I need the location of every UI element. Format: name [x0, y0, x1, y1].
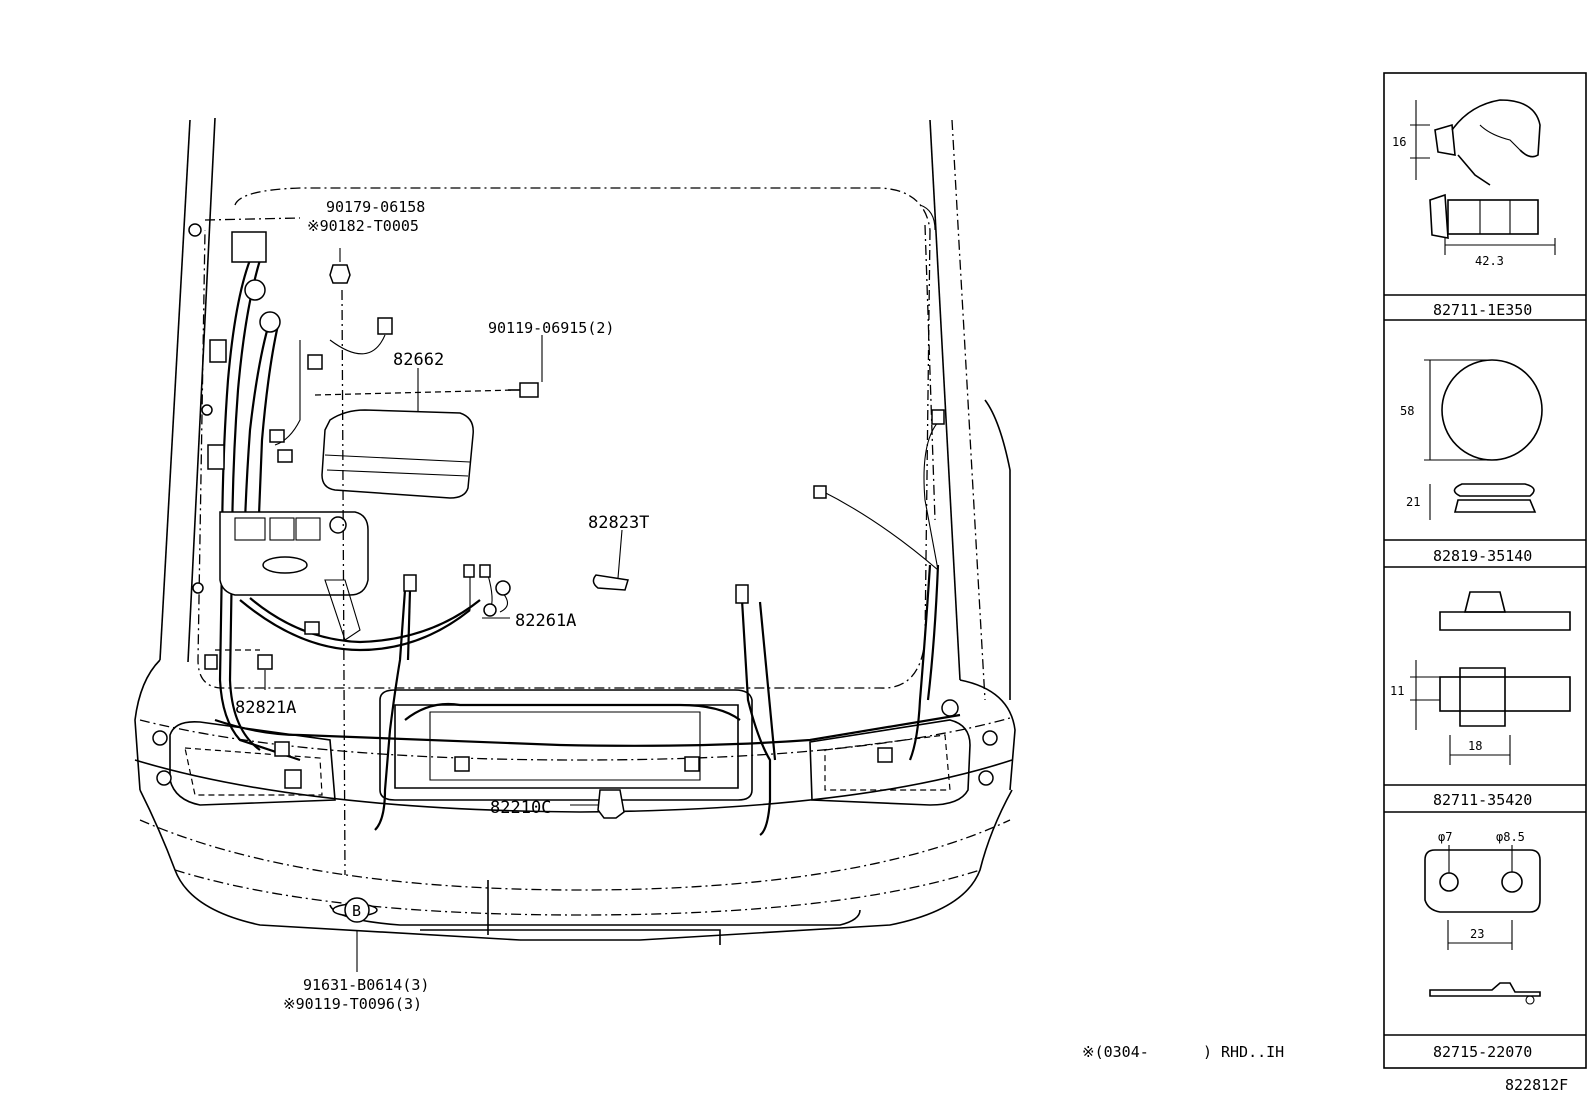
footnote: ※(0304- ) RHD..IH: [1082, 1043, 1284, 1061]
panel-1-dim-height: 16: [1392, 135, 1406, 149]
panel-3-dim-width: 18: [1468, 739, 1482, 753]
panel-1-dim-length: 42.3: [1475, 254, 1504, 268]
panel-2-part-number: 82819-35140: [1433, 547, 1532, 565]
wire-harness: [204, 231, 961, 836]
relay-block-cover: [321, 409, 474, 499]
nut-part-label: 90179-06158: [326, 198, 425, 216]
clip-t-label: 82823T: [588, 513, 649, 533]
clip-c-label: 82210C: [490, 798, 551, 818]
screw-part-label: 91631-B0614(3): [303, 976, 429, 994]
harness-label: 82261A: [515, 611, 576, 631]
parts-panel: 16 42.3 82711-1E350 58 21 82819-35140: [1383, 72, 1587, 1069]
reference-circle: [344, 897, 370, 923]
panel-2-dim-diameter: 58: [1400, 404, 1414, 418]
panel-4-dim-hole-a: φ7: [1438, 830, 1452, 844]
reference-line: [341, 289, 346, 876]
vehicle-body-outline: [134, 117, 1016, 945]
clip-82210c: [570, 789, 625, 819]
nut-alt-label: ※90182-T0005: [307, 217, 419, 235]
panel-1-part-number: 82711-1E350: [1433, 301, 1532, 319]
clamp-label: 82821A: [235, 698, 296, 718]
panel-2-drawing: 58 21: [1400, 359, 1543, 520]
clamp-82821a: [257, 654, 273, 690]
panel-4-part-number: 82715-22070: [1433, 1043, 1532, 1061]
panel-4-dim-hole-b: φ8.5: [1496, 830, 1525, 844]
panel-4-drawing: φ7 φ8.5 23: [1424, 830, 1541, 1005]
panel-3-drawing: 11 18: [1390, 591, 1571, 765]
panel-1-drawing: 16 42.3: [1392, 99, 1556, 268]
clip-82823t: [592, 529, 629, 591]
bolt-label: 90119-06915(2): [488, 319, 614, 337]
nut-part: [329, 248, 351, 284]
cover-label: 82662: [393, 350, 444, 370]
bolt-axis-line: [314, 389, 516, 396]
panel-3-dim-height: 11: [1390, 684, 1404, 698]
panel-2-dim-height: 21: [1406, 495, 1420, 509]
panel-3-part-number: 82711-35420: [1433, 791, 1532, 809]
diagram-code: 822812F: [1505, 1076, 1568, 1094]
panel-4-dim-spacing: 23: [1470, 927, 1484, 941]
bolt-part: [508, 335, 543, 398]
screw-alt-label: ※90119-T0096(3): [283, 995, 422, 1013]
reference-circle-label: B: [352, 902, 361, 920]
